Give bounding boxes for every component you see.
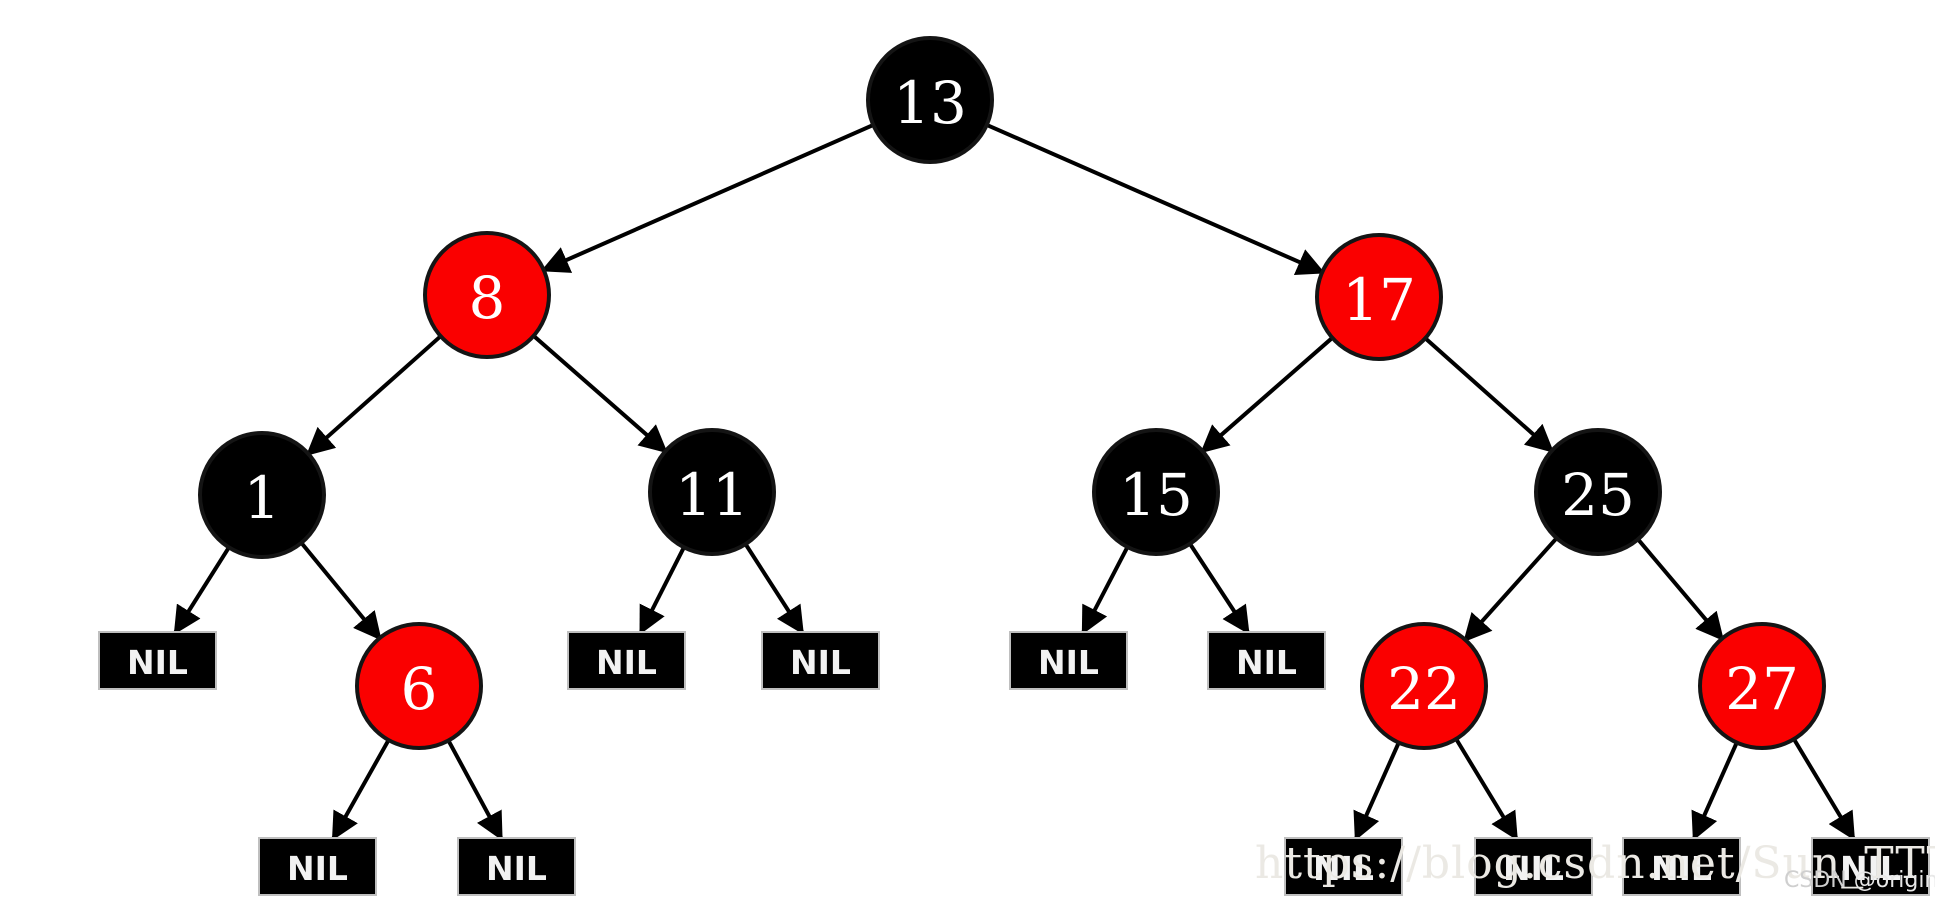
nil-leaf-label: NIL xyxy=(287,849,348,888)
nil-leaf-label: NIL xyxy=(127,643,188,682)
nil-leaf-label: NIL xyxy=(1840,849,1901,888)
nil-leaf-box xyxy=(1622,837,1741,896)
nil-leaf-box xyxy=(1474,837,1593,896)
tree-edge xyxy=(173,546,231,635)
tree-node-13[interactable]: 13 xyxy=(866,36,994,164)
nil-leaves-layer: NIL NIL NIL NIL NIL NIL NIL NIL NIL NIL NIL xyxy=(98,631,1930,896)
tree-node-17[interactable]: 17 xyxy=(1315,233,1443,361)
nil-leaf-label: NIL xyxy=(486,849,547,888)
node-key-label: 6 xyxy=(401,655,438,723)
tree-edge xyxy=(540,123,875,273)
tree-node-11[interactable]: 11 xyxy=(648,428,776,556)
nil-leaf-box xyxy=(1811,837,1930,896)
nil-leaf-label: NIL xyxy=(1651,849,1712,888)
nil-leaf-box xyxy=(457,837,576,896)
nil-leaf-box xyxy=(761,631,880,690)
tree-edge xyxy=(1691,741,1739,841)
node-red-circle[interactable] xyxy=(1315,233,1443,361)
node-red-circle[interactable] xyxy=(1360,622,1488,750)
tree-node-22[interactable]: 22 xyxy=(1360,622,1488,750)
tree-edge xyxy=(1463,536,1559,643)
tree-edge xyxy=(305,334,442,456)
nil-leaf-box xyxy=(258,837,377,896)
nil-leaf: NIL xyxy=(98,631,217,690)
nil-leaf: NIL xyxy=(1474,837,1593,896)
nil-leaf-box xyxy=(1009,631,1128,690)
tree-node-15[interactable]: 15 xyxy=(1092,428,1220,556)
nil-leaf-label: NIL xyxy=(1236,643,1297,682)
tree-node-6[interactable]: 6 xyxy=(355,622,483,750)
tree-edge xyxy=(532,334,668,454)
tree-edge xyxy=(1188,542,1250,635)
node-red-circle[interactable] xyxy=(355,622,483,750)
tree-node-1[interactable]: 1 xyxy=(198,431,326,559)
node-key-label: 8 xyxy=(469,264,506,332)
nil-leaf: NIL xyxy=(567,631,686,690)
nil-leaf-box xyxy=(1284,837,1403,896)
nil-leaf: NIL xyxy=(1009,631,1128,690)
tree-edge xyxy=(743,543,804,635)
node-black-circle[interactable] xyxy=(1534,428,1662,556)
node-black-circle[interactable] xyxy=(866,36,994,164)
tree-edge xyxy=(446,739,503,841)
tree-edge xyxy=(299,541,382,641)
nil-leaf-label: NIL xyxy=(790,643,851,682)
nil-leaf: NIL xyxy=(457,837,576,896)
nil-leaf: NIL xyxy=(761,631,880,690)
tree-edge xyxy=(985,123,1326,275)
node-key-label: 22 xyxy=(1387,655,1461,723)
node-key-label: 13 xyxy=(893,69,967,137)
node-key-label: 11 xyxy=(675,461,749,529)
tree-edge xyxy=(1792,738,1856,841)
tree-node-8[interactable]: 8 xyxy=(423,231,551,359)
nil-leaf-label: NIL xyxy=(1038,643,1099,682)
tree-edge xyxy=(1081,546,1130,635)
nil-leaf-box xyxy=(1207,631,1326,690)
node-key-label: 17 xyxy=(1342,266,1416,334)
tree-edge xyxy=(1454,737,1518,841)
node-key-label: 15 xyxy=(1119,461,1193,529)
tree-node-25[interactable]: 25 xyxy=(1534,428,1662,556)
node-black-circle[interactable] xyxy=(648,428,776,556)
edges-layer xyxy=(173,123,1856,841)
node-black-circle[interactable] xyxy=(198,431,326,559)
tree-edge xyxy=(1636,538,1725,642)
nil-leaf: NIL xyxy=(258,837,377,896)
node-key-label: 25 xyxy=(1561,461,1635,529)
node-red-circle[interactable] xyxy=(1698,622,1826,750)
tree-edge xyxy=(331,739,391,841)
node-key-label: 27 xyxy=(1725,655,1799,723)
nil-leaf: NIL xyxy=(1811,837,1930,896)
tree-edge xyxy=(639,546,686,635)
tree-edge xyxy=(1200,336,1334,454)
nil-leaf-label: NIL xyxy=(1503,849,1564,888)
nil-leaf: NIL xyxy=(1207,631,1326,690)
tree-edge xyxy=(1353,741,1401,841)
nil-leaf: NIL xyxy=(1284,837,1403,896)
nil-leaf-label: NIL xyxy=(596,643,657,682)
tree-edge xyxy=(1423,336,1555,453)
nil-leaf-box xyxy=(98,631,217,690)
nil-leaf: NIL xyxy=(1622,837,1741,896)
tree-node-27[interactable]: 27 xyxy=(1698,622,1826,750)
node-key-label: 1 xyxy=(244,464,281,532)
node-black-circle[interactable] xyxy=(1092,428,1220,556)
node-red-circle[interactable] xyxy=(423,231,551,359)
nil-leaf-label: NIL xyxy=(1313,849,1374,888)
nil-leaf-box xyxy=(567,631,686,690)
